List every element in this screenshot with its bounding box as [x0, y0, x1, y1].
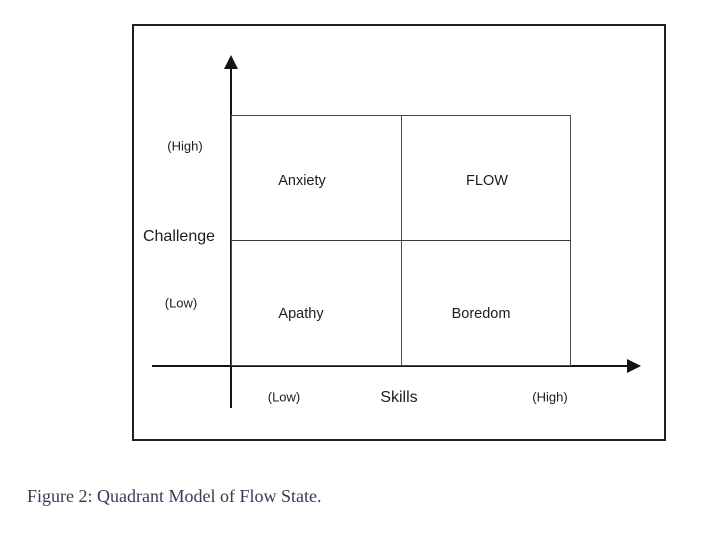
figure-frame	[132, 24, 666, 441]
x-axis-high-label: (High)	[532, 389, 568, 405]
quadrant-label-boredom: Boredom	[451, 306, 511, 322]
quadrant-divider-horizontal	[231, 240, 571, 241]
x-axis-arrow-right-icon	[627, 359, 641, 373]
x-axis-line	[152, 365, 629, 367]
y-axis-low-label: (Low)	[164, 295, 198, 311]
figure-caption: Figure 2: Quadrant Model of Flow State.	[27, 486, 322, 506]
quadrant-label-flow: FLOW	[466, 173, 508, 189]
y-axis-high-label: (High)	[167, 138, 203, 154]
x-axis-title: Skills	[380, 389, 418, 406]
y-axis-arrow-up-icon	[224, 55, 238, 69]
x-axis-low-label: (Low)	[267, 389, 301, 405]
quadrant-label-apathy: Apathy	[278, 306, 324, 322]
y-axis-title: Challenge	[142, 228, 216, 245]
quadrant-label-anxiety: Anxiety	[278, 173, 326, 189]
